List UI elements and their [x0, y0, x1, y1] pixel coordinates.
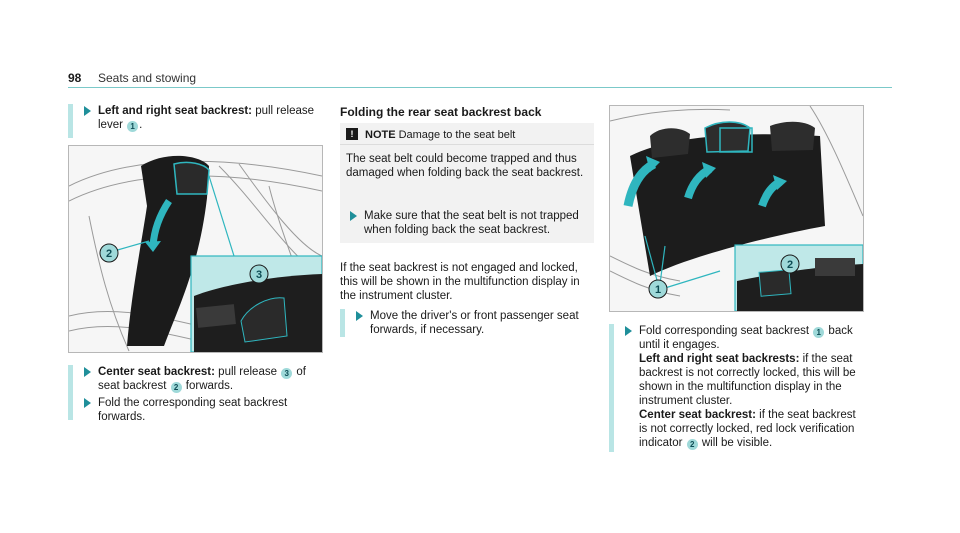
instruction-bar: [68, 104, 73, 138]
step-arrow-icon: [350, 211, 357, 221]
section-title: Seats and stowing: [98, 71, 197, 85]
page-header: 98 Seats and stowing: [68, 68, 892, 88]
step-arrow-icon: [356, 311, 363, 321]
figure-callout: 2: [787, 259, 793, 271]
rear-seat-figure-1: 2 3: [68, 145, 323, 353]
step-label: Left and right seat backrests:: [639, 353, 800, 365]
info-paragraph: If the seat backrest is not engaged and …: [340, 262, 580, 302]
seat-illustration-1: 2 3: [69, 146, 322, 352]
note-body: The seat belt could become trapped and t…: [346, 153, 584, 179]
figure-callout: 1: [655, 284, 661, 296]
rear-seat-figure-2: 2 1: [609, 105, 864, 312]
step-label: Center seat backrest:: [639, 409, 756, 421]
section-heading: Folding the rear seat backrest back: [340, 105, 542, 119]
warning-icon: !: [346, 128, 358, 140]
step-arrow-icon: [625, 326, 632, 336]
callout-badge: 1: [813, 327, 825, 338]
note-title: Damage to the seat belt: [398, 129, 516, 141]
callout-badge: 1: [127, 121, 139, 132]
figure-callout: 2: [106, 248, 112, 260]
instruction-bar: [609, 324, 614, 452]
seat-illustration-2: 2 1: [610, 106, 863, 311]
callout-badge: 3: [281, 368, 293, 379]
step-arrow-icon: [84, 106, 91, 116]
note-label: NOTE: [365, 129, 396, 141]
step-label: Left and right seat backrest:: [98, 105, 253, 117]
instruction-bar: [340, 309, 345, 337]
callout-badge: 2: [170, 382, 182, 393]
figure-callout: 3: [256, 269, 262, 281]
instruction-bar: [68, 365, 73, 397]
page-number: 98: [68, 71, 82, 85]
step-arrow-icon: [84, 398, 91, 408]
callout-badge: 2: [686, 439, 698, 450]
step-arrow-icon: [84, 367, 91, 377]
instruction-bar: [68, 396, 73, 420]
step-label: Center seat backrest:: [98, 366, 215, 378]
